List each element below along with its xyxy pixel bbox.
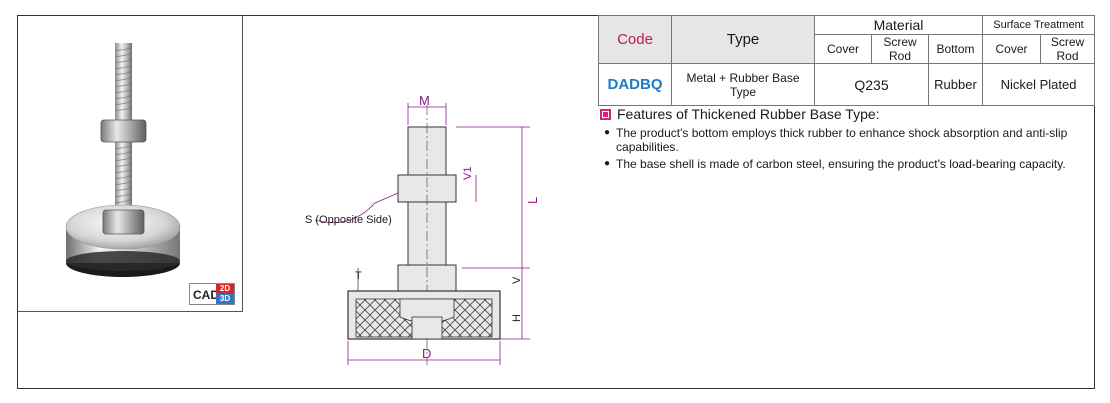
features-section: Features of Thickened Rubber Base Type: …	[600, 106, 1110, 174]
surface-header: Surface Treatment	[982, 15, 1095, 35]
cad-3d-badge: 3D	[216, 294, 234, 304]
material-bottom-value: Rubber	[928, 63, 983, 106]
dim-label-v1: V1	[462, 166, 474, 180]
square-bullet-icon	[600, 108, 611, 120]
list-item: ● The product's bottom employs thick rub…	[604, 126, 1110, 154]
dim-label-l: L	[525, 196, 540, 204]
dim-label-d: D	[422, 346, 432, 361]
sub-header-cover: Cover	[814, 34, 872, 64]
dim-label-h: H	[511, 314, 523, 322]
dim-label-m: M	[419, 93, 430, 108]
dim-label-t: T	[355, 270, 362, 282]
sub-header-screw-rod: Screw Rod	[871, 34, 929, 64]
sub-header-cover-2: Cover	[982, 34, 1041, 64]
cad-badge[interactable]: CAD 2D 3D	[189, 283, 235, 305]
list-item: ● The base shell is made of carbon steel…	[604, 157, 1110, 171]
sub-header-bottom: Bottom	[928, 34, 983, 64]
cad-2d-badge: 2D	[216, 284, 234, 294]
product-photo-panel	[17, 15, 243, 312]
features-list: ● The product's bottom employs thick rub…	[600, 126, 1110, 171]
code-header: Code	[598, 15, 672, 64]
bullet-icon: ●	[604, 127, 611, 138]
type-header: Type	[671, 15, 815, 64]
material-header: Material	[814, 15, 983, 35]
code-value[interactable]: DADBQ	[598, 63, 672, 106]
features-title-text: Features of Thickened Rubber Base Type:	[617, 106, 880, 122]
cad-label: CAD	[193, 288, 219, 302]
leveling-foot-photo	[65, 43, 181, 277]
technical-drawing	[314, 103, 530, 365]
bullet-icon: ●	[604, 158, 611, 169]
features-title: Features of Thickened Rubber Base Type:	[600, 106, 1110, 122]
material-cover-rod-value: Q235	[814, 63, 929, 106]
feature-text: The product's bottom employs thick rubbe…	[616, 126, 1068, 154]
type-value: Metal + Rubber Base Type	[671, 63, 815, 106]
product-frame	[17, 15, 1095, 389]
dim-label-s: S (Opposite Side)	[305, 214, 392, 226]
dim-label-v: V	[511, 276, 523, 284]
feature-text: The base shell is made of carbon steel, …	[616, 157, 1066, 171]
sub-header-screw-rod-2: Screw Rod	[1040, 34, 1095, 64]
spec-table: Code Type Material Surface Treatment Cov…	[598, 15, 1095, 106]
surface-value: Nickel Plated	[982, 63, 1095, 106]
